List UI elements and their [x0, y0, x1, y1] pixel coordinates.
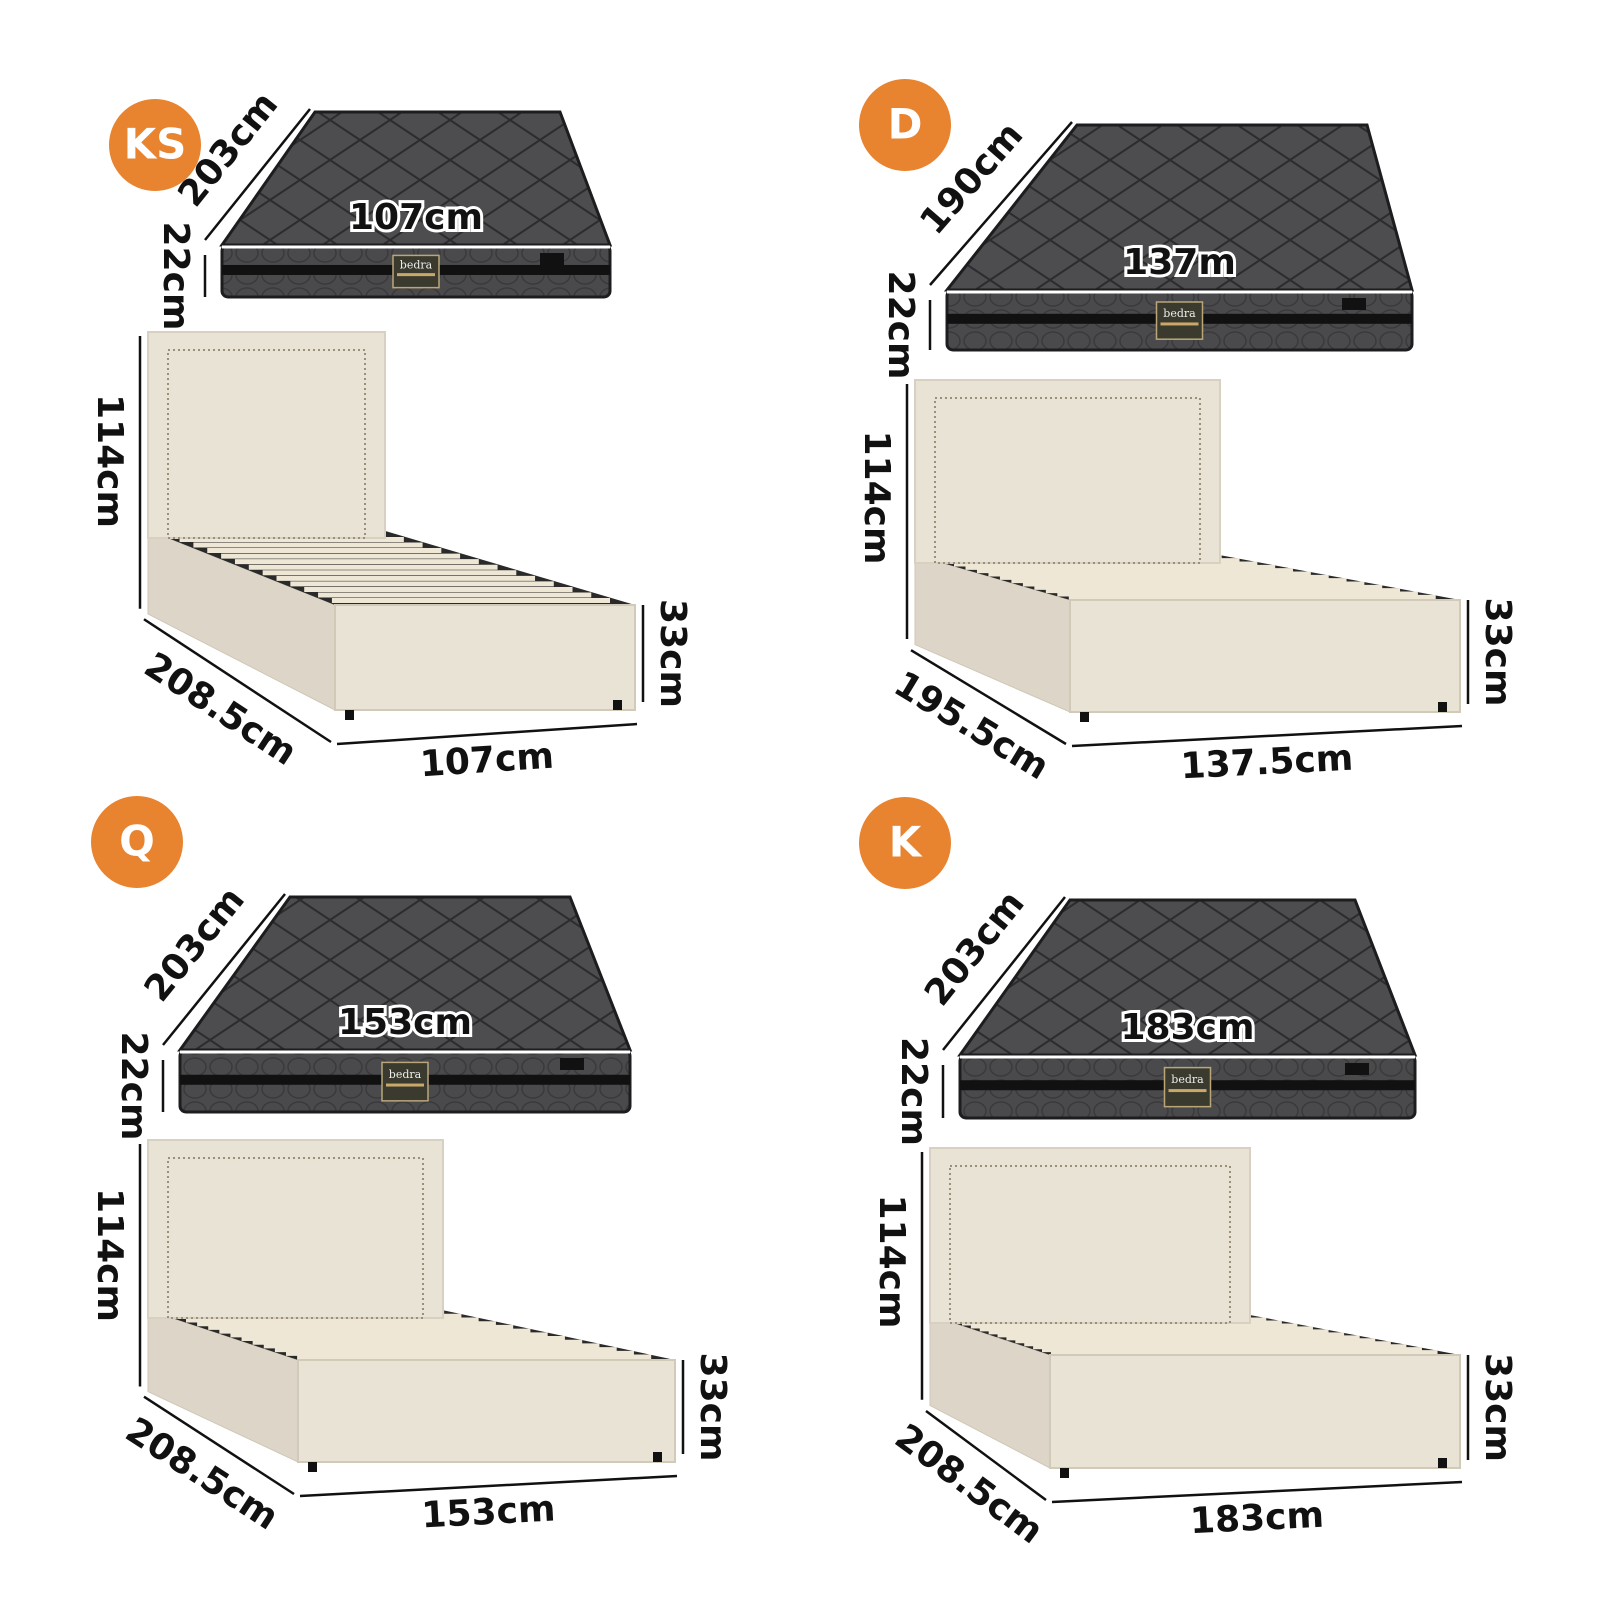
bed-width-line: [336, 722, 638, 746]
headboard-nailhead-trim: [167, 349, 366, 539]
headboard-nailhead-trim: [167, 1157, 424, 1319]
badge-label: Q: [119, 817, 155, 866]
bed-width-label: 137.5cm: [1180, 738, 1355, 788]
size-badge: Q: [91, 796, 183, 888]
bed-width-line: [1051, 1480, 1463, 1504]
bed-foot-panel: [334, 604, 636, 711]
headboard: [147, 1139, 444, 1319]
svg-text:bedra: bedra: [1163, 307, 1196, 320]
corner-tag: [1345, 1063, 1369, 1075]
bed-width-line: [299, 1474, 678, 1498]
brand-label-logo: bedra: [1163, 1066, 1212, 1108]
mattress-width-label: 153cm: [338, 1002, 472, 1043]
mattress-length-line: [929, 121, 1073, 286]
mattress-illustration: bedra: [219, 110, 613, 299]
bed-foot-panel: [1069, 599, 1461, 713]
mattress-height-label: 22cm: [880, 271, 921, 380]
bed-leg: [1438, 1458, 1447, 1468]
bed-length-line: [910, 649, 1067, 746]
badge-label: K: [889, 818, 923, 867]
svg-text:bedra: bedra: [1171, 1073, 1204, 1086]
svg-text:bedra: bedra: [400, 258, 433, 271]
bed-height-label: 114cm: [89, 1188, 130, 1322]
mattress-height-label: 22cm: [893, 1037, 934, 1146]
bed-leg: [613, 700, 622, 710]
bed-leg: [653, 1452, 662, 1462]
headboard: [147, 331, 386, 539]
base-height-label: 33cm: [692, 1353, 733, 1462]
corner-tag: [540, 253, 564, 265]
mattress-illustration: bedra: [957, 898, 1418, 1120]
bed-length-line: [143, 1395, 295, 1496]
brand-label-logo: bedra: [392, 254, 440, 289]
mattress-height-label: 22cm: [155, 222, 196, 331]
headboard: [929, 1147, 1251, 1324]
mattress-width-label: 137m: [1123, 242, 1236, 283]
base-height-label: 33cm: [1477, 598, 1518, 707]
bed-leg: [1438, 702, 1447, 712]
mattress-width-label: 183cm: [1121, 1007, 1255, 1048]
bed-height-label: 114cm: [871, 1195, 912, 1329]
mattress-top: [219, 110, 613, 247]
mattress-top: [957, 898, 1418, 1057]
corner-tag: [1342, 298, 1366, 310]
mattress-top: [177, 895, 633, 1052]
badge-circle: [859, 79, 951, 171]
brand-label-logo: bedra: [1155, 301, 1204, 340]
bed-frame-illustration: [929, 1147, 1461, 1478]
svg-text:bedra: bedra: [389, 1068, 422, 1081]
base-height-label: 33cm: [1477, 1353, 1518, 1462]
size-badge: K: [859, 797, 951, 889]
bed-height-label: 114cm: [89, 394, 130, 528]
bed-leg: [308, 1462, 317, 1472]
bed-width-label: 153cm: [420, 1488, 556, 1536]
bed-frame-illustration: [147, 331, 636, 720]
bed-width-label: 107cm: [419, 736, 555, 786]
bed-frame-illustration: [147, 1139, 676, 1472]
base-height-label: 33cm: [652, 599, 693, 708]
bed-foot-panel: [1049, 1354, 1461, 1469]
bed-foot-panel: [297, 1359, 676, 1463]
mattress-length-line: [942, 896, 1066, 1051]
bed-height-label: 114cm: [856, 431, 897, 565]
mattress-length-line: [162, 893, 286, 1046]
badge-label: D: [888, 100, 923, 149]
headboard: [914, 379, 1221, 564]
bed-frame-illustration: [914, 379, 1461, 722]
bed-length-line: [143, 618, 332, 744]
brand-label-logo: bedra: [381, 1061, 429, 1102]
badge-label: KS: [124, 120, 187, 169]
badge-circle: [109, 99, 201, 191]
mattress-height-label: 22cm: [113, 1032, 154, 1141]
corner-tag: [560, 1058, 584, 1070]
bed-width-line: [1071, 724, 1463, 748]
size-badge: KS: [109, 99, 201, 191]
bed-leg: [1060, 1468, 1069, 1478]
mattress-length-line: [204, 108, 311, 241]
bed-leg: [1080, 712, 1089, 722]
mattress-illustration: bedra: [177, 895, 633, 1114]
bed-length-line: [925, 1410, 1047, 1502]
bed-width-label: 183cm: [1189, 1495, 1325, 1542]
bed-leg: [345, 710, 354, 720]
size-badge: D: [859, 79, 951, 171]
headboard-nailhead-trim: [949, 1165, 1231, 1324]
mattress-top: [943, 123, 1414, 292]
mattress-width-label: 107cm: [349, 197, 483, 238]
mattress-illustration: bedra: [943, 123, 1414, 352]
badge-circle: [91, 796, 183, 888]
badge-circle: [859, 797, 951, 889]
